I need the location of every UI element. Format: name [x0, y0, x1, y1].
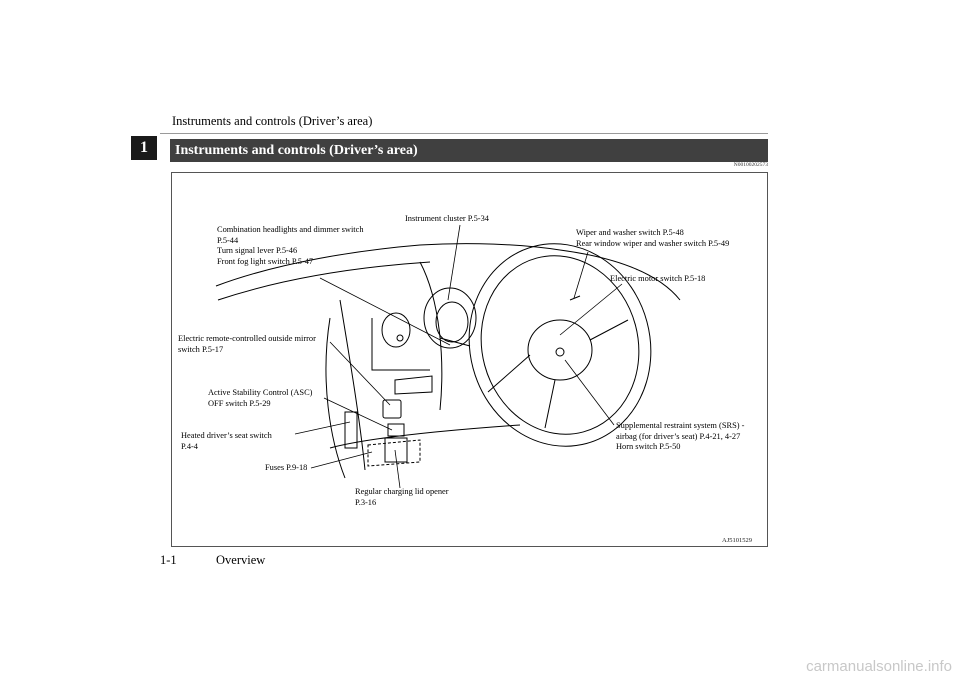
leader-combination — [319, 277, 451, 346]
callout-fuses: Fuses P.9-18 — [265, 463, 308, 472]
callout-srs: Supplemental restraint system (SRS) - ai… — [616, 421, 745, 451]
steering-spoke-left — [487, 354, 531, 393]
page-label: Overview — [216, 553, 266, 567]
dash-right-contour — [559, 249, 681, 301]
console-edge — [339, 299, 366, 471]
section-title: Instruments and controls (Driver’s area) — [170, 139, 768, 162]
figure-id: AJ5101529 — [722, 537, 752, 544]
leader-mirror — [329, 341, 391, 406]
lower-dash-line — [329, 424, 521, 449]
leader-fuses — [310, 451, 373, 469]
vent-panel — [371, 318, 430, 371]
dash-left-edge — [325, 317, 346, 479]
callout-seat: Heated driver’s seat switch P.4-4 — [181, 431, 272, 451]
dash-top-contour — [215, 243, 561, 287]
steering-wheel-inner — [480, 255, 640, 435]
header-rule — [160, 133, 768, 134]
doc-code: N00100202573 — [733, 162, 768, 168]
leader-asc — [323, 397, 393, 431]
turn-signal-stalk — [439, 337, 471, 347]
leader-wiper — [573, 251, 589, 299]
leader-instrument-cluster — [447, 224, 461, 301]
callout-asc: Active Stability Control (ASC) OFF switc… — [208, 388, 313, 408]
glovebox-handle — [394, 375, 433, 395]
leader-motor — [559, 283, 623, 336]
running-header: Instruments and controls (Driver’s area) — [172, 114, 373, 128]
leader-seat — [294, 421, 351, 435]
steering-wheel-outer — [468, 243, 652, 447]
air-vent-knob — [396, 334, 404, 342]
mirror-switch — [382, 399, 402, 419]
leader-lid — [394, 449, 401, 489]
leader-srs — [564, 359, 615, 426]
watermark[interactable]: carmanualsonline.info — [806, 658, 952, 675]
steering-spoke-right — [589, 319, 629, 341]
instrument-cluster-gauge — [435, 301, 469, 343]
callout-combination: Combination headlights and dimmer switch… — [217, 225, 364, 266]
asc-switch — [387, 423, 405, 437]
callout-lid: Regular charging lid opener P.3-16 — [355, 487, 449, 507]
dash-inner-contour — [217, 261, 431, 301]
figure-frame — [171, 172, 768, 547]
charging-lid-opener — [384, 437, 408, 463]
wiper-stalk — [569, 295, 581, 301]
steering-hub — [527, 319, 593, 381]
chapter-tab: 1 — [131, 136, 157, 160]
callout-motor: Electric motor switch P.5-18 — [610, 274, 706, 283]
steering-spoke-bottom — [544, 379, 556, 429]
page-number: 1-1 — [160, 553, 177, 567]
callout-mirror: Electric remote-controlled outside mirro… — [178, 334, 316, 354]
column-shroud — [419, 261, 443, 411]
callout-wiper: Wiper and washer switch P.5-48 Rear wind… — [576, 228, 730, 248]
seat-switch — [344, 411, 358, 449]
callout-instrument-cluster: Instrument cluster P.5-34 — [405, 214, 489, 223]
emblem — [555, 347, 565, 357]
air-vent — [381, 312, 411, 348]
